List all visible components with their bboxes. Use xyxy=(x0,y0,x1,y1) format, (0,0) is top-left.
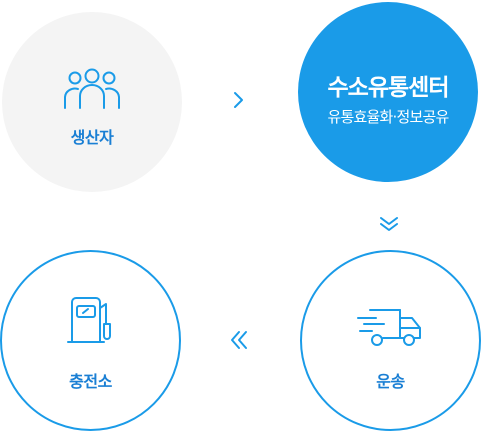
producer-label: 생산자 xyxy=(70,128,114,147)
transport-node: 운송 xyxy=(300,250,481,431)
center-title: 수소유통센터 xyxy=(327,75,450,101)
charging-station-node: 충전소 xyxy=(0,250,181,431)
transport-label: 운송 xyxy=(376,372,405,391)
double-chevron-left-icon xyxy=(231,331,247,349)
hydrogen-distribution-center-node: 수소유통센터 유통효율화·정보공유 xyxy=(298,2,478,182)
users-icon xyxy=(64,68,120,109)
double-chevron-down-icon xyxy=(380,217,398,231)
truck-icon xyxy=(356,309,421,346)
center-subtitle: 유통효율화·정보공유 xyxy=(327,108,450,126)
fuel-pump-icon xyxy=(66,297,111,343)
producer-node: 생산자 xyxy=(2,12,182,192)
station-label: 충전소 xyxy=(69,372,112,391)
chevron-right-icon xyxy=(234,92,243,108)
